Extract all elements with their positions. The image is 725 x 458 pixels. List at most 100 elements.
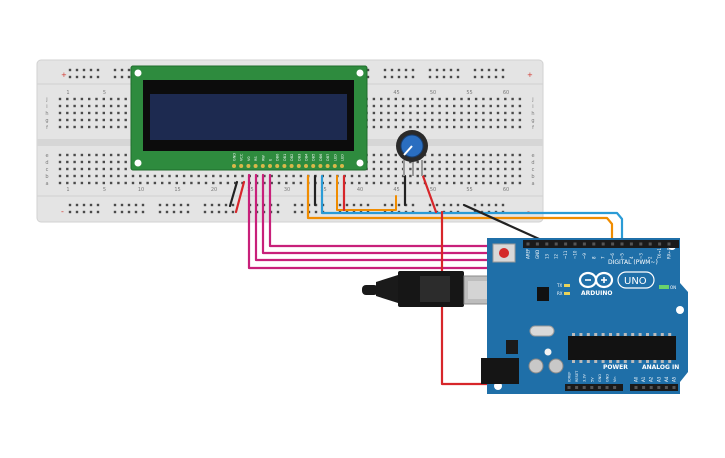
row-letter: g bbox=[531, 118, 534, 124]
lcd-pin-label: LED bbox=[333, 154, 337, 161]
row-letter: i bbox=[46, 104, 47, 110]
lcd-pin-label: DB0 bbox=[276, 154, 280, 161]
digital-pin-label: 12 bbox=[554, 253, 559, 259]
power-pin-label: RESET bbox=[575, 370, 579, 382]
row-letter: f bbox=[46, 125, 48, 131]
power-pin-label: 5V bbox=[590, 377, 594, 382]
rail-plus-top-right: + bbox=[527, 71, 533, 79]
rx-led bbox=[564, 292, 570, 295]
digital-pin-label: RX←0 bbox=[667, 247, 672, 259]
rail-plus-top: + bbox=[61, 71, 67, 79]
voltage-regulator bbox=[506, 340, 518, 354]
capacitor bbox=[548, 358, 564, 374]
row-letter: d bbox=[45, 160, 48, 166]
row-letter: g bbox=[45, 118, 48, 124]
power-header bbox=[565, 384, 623, 391]
row-letter: a bbox=[531, 181, 534, 187]
row-letter: f bbox=[532, 125, 534, 131]
digital-pin-holes bbox=[526, 242, 671, 246]
wire-blue[interactable] bbox=[320, 174, 624, 249]
row-letter: c bbox=[532, 167, 535, 173]
column-number: 1 bbox=[66, 187, 69, 193]
mount-hole bbox=[356, 69, 364, 77]
brand-label: ARDUINO bbox=[581, 290, 612, 297]
column-number: 55 bbox=[466, 90, 472, 96]
row-letter: h bbox=[45, 111, 48, 117]
lcd-pin-label: VCC bbox=[240, 153, 244, 161]
power-pin-label: 3.3V bbox=[583, 373, 587, 382]
lcd-pin-label: DB4 bbox=[305, 153, 309, 161]
row-letter: h bbox=[531, 111, 534, 117]
analog-pin-label: A5 bbox=[672, 376, 677, 382]
digital-pin-label: ~11 bbox=[563, 250, 568, 259]
lcd-pin-label: DB3 bbox=[297, 154, 301, 161]
wire-black-4[interactable] bbox=[462, 203, 550, 245]
power-pin-label: GND bbox=[598, 374, 602, 382]
mount-hole-small bbox=[544, 348, 552, 356]
column-number: 15 bbox=[174, 187, 180, 193]
column-number: 55 bbox=[466, 187, 472, 193]
power-pin-label: Vin bbox=[613, 376, 617, 382]
crystal-oscillator bbox=[529, 325, 555, 337]
potentiometer[interactable] bbox=[396, 130, 428, 176]
lcd-screen bbox=[150, 94, 347, 140]
lcd-pin-label: RW bbox=[261, 155, 265, 161]
column-number: 60 bbox=[503, 187, 509, 193]
lcd-pin-label: DB6 bbox=[319, 154, 323, 161]
rx-label: RX bbox=[557, 291, 563, 296]
chip-legs bbox=[572, 333, 672, 363]
digital-pin-label: GND bbox=[535, 250, 540, 259]
mount-hole bbox=[356, 159, 364, 167]
wire-red-1[interactable] bbox=[234, 180, 246, 214]
digital-pin-label: ~3 bbox=[638, 253, 643, 259]
reset-button-cap[interactable] bbox=[499, 248, 509, 258]
on-led bbox=[659, 285, 669, 289]
analog-pin-label: A3 bbox=[656, 376, 661, 382]
model-label: UNO bbox=[624, 276, 647, 287]
lcd-pin-label: DB7 bbox=[326, 154, 330, 161]
wire-orange[interactable] bbox=[306, 174, 614, 249]
row-letter: e bbox=[531, 153, 534, 159]
wire-orange-2[interactable] bbox=[336, 175, 397, 211]
mount-hole bbox=[676, 306, 684, 314]
atmega-chip bbox=[568, 336, 676, 360]
lcd-pin-label: DB1 bbox=[283, 154, 287, 161]
capacitor bbox=[528, 358, 544, 374]
lcd-pin-label: RS bbox=[254, 156, 258, 161]
mount-hole bbox=[134, 69, 142, 77]
lcd-pin-label: DB2 bbox=[290, 154, 294, 161]
column-number: 5 bbox=[103, 187, 106, 193]
arduino-logo bbox=[578, 271, 614, 289]
digital-header bbox=[523, 240, 679, 248]
tx-led bbox=[564, 284, 570, 287]
row-letter: j bbox=[45, 97, 47, 103]
wire-red-3[interactable] bbox=[421, 174, 438, 214]
row-letter: i bbox=[532, 104, 533, 110]
column-number: 35 bbox=[320, 187, 326, 193]
column-number: 40 bbox=[357, 187, 363, 193]
digital-pin-label: 4 bbox=[629, 256, 634, 259]
row-letter: e bbox=[45, 153, 48, 159]
analog-label: ANALOG IN bbox=[642, 364, 679, 371]
digital-pin-label: ~6 bbox=[610, 253, 615, 259]
column-number: 25 bbox=[247, 187, 253, 193]
row-letter: a bbox=[45, 181, 48, 187]
mount-hole bbox=[134, 159, 142, 167]
on-label: ON bbox=[670, 285, 676, 290]
wire-black-1[interactable] bbox=[228, 180, 239, 208]
column-number: 30 bbox=[284, 187, 290, 193]
digital-pin-label: TX→1 bbox=[657, 247, 662, 260]
power-jack[interactable] bbox=[481, 358, 519, 384]
power-pin-label: IOREF bbox=[568, 372, 572, 382]
digital-pin-label: ~5 bbox=[620, 253, 625, 259]
row-letter: j bbox=[531, 97, 533, 103]
usb-chip bbox=[537, 287, 549, 301]
rail-minus-bottom-right: - bbox=[527, 207, 530, 216]
analog-header bbox=[630, 384, 678, 391]
digital-pin-label: 8 bbox=[591, 256, 596, 259]
